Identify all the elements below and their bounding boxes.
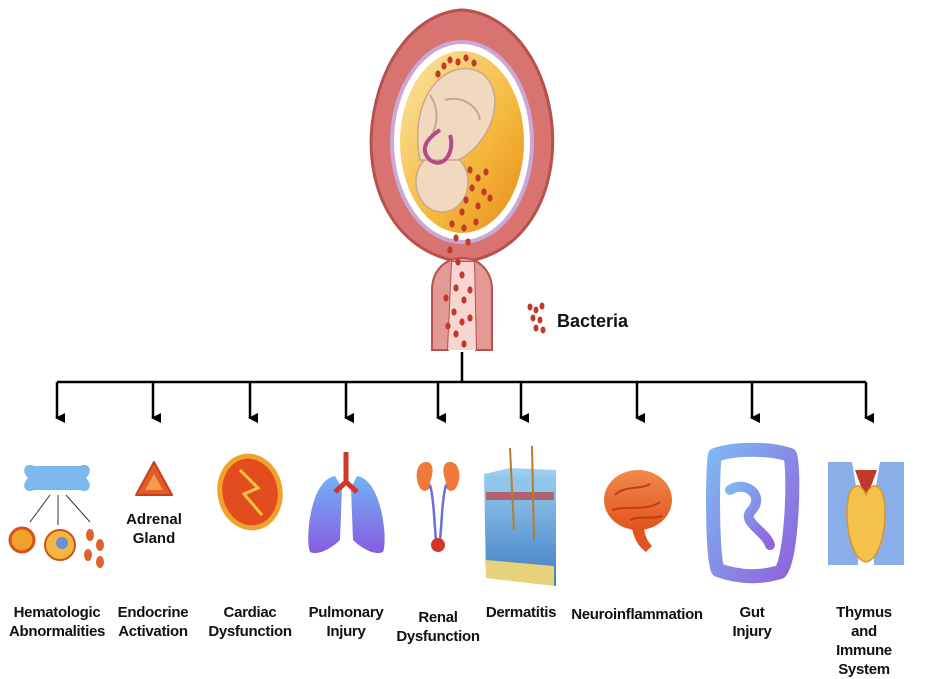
bacterium [459, 271, 464, 278]
bacterium [453, 330, 458, 337]
bacterium [443, 294, 448, 301]
label-renal: Renal Dysfunction [396, 608, 479, 646]
bacterium [453, 284, 458, 291]
bacterium [461, 340, 466, 347]
label-hematologic: Hematologic Abnormalities [9, 603, 105, 641]
bacterium [459, 318, 464, 325]
adrenal-gland-icon [136, 462, 172, 495]
bacterium [435, 70, 440, 77]
label-pulmonary: Pulmonary Injury [309, 603, 384, 641]
bacterium [461, 224, 466, 231]
bacterium [463, 54, 468, 61]
label-cardiac: Cardiac Dysfunction [208, 603, 291, 641]
bacterium [487, 194, 492, 201]
bacterium [459, 208, 464, 215]
thymus-icon [828, 462, 904, 565]
bacterium [473, 218, 478, 225]
bacterium [447, 246, 452, 253]
bacteria-legend-label: Bacteria [557, 311, 628, 332]
bacterium [467, 314, 472, 321]
label-dermatitis: Dermatitis [486, 603, 556, 622]
bacterium [481, 188, 486, 195]
diagram-canvas [0, 0, 926, 651]
label-neuroinflammation: Neuroinflammation [571, 605, 703, 624]
bone-marrow-blood-cells-icon [10, 465, 104, 568]
bacterium [467, 166, 472, 173]
lungs-icon [308, 452, 384, 553]
bacterium [461, 296, 466, 303]
bacterium [445, 322, 450, 329]
bacterium [471, 59, 476, 66]
bacterium [475, 202, 480, 209]
brain-icon [604, 470, 672, 552]
bacterium [463, 196, 468, 203]
bacterium [449, 220, 454, 227]
label-gut: Gut Injury [732, 603, 771, 641]
bacterium [455, 258, 460, 265]
label-endocrine: Endocrine Activation [118, 603, 189, 641]
intestine-icon [713, 450, 792, 577]
bacterium [483, 168, 488, 175]
label-thymus: Thymus and Immune System [833, 603, 895, 679]
bacterium [451, 308, 456, 315]
bacterium [441, 62, 446, 69]
bacterium [475, 174, 480, 181]
branch-connector [57, 352, 866, 418]
bacterium [447, 56, 452, 63]
bacterium [453, 234, 458, 241]
bacterium [469, 184, 474, 191]
skin-layers-icon [484, 446, 556, 586]
heart-icon [214, 451, 286, 532]
kidneys-icon [417, 462, 460, 552]
bacteria-legend-icon [528, 303, 546, 334]
adrenal-gland-label: Adrenal Gland [126, 510, 182, 548]
bacterium [467, 286, 472, 293]
bacterium [465, 238, 470, 245]
bacterium [455, 58, 460, 65]
